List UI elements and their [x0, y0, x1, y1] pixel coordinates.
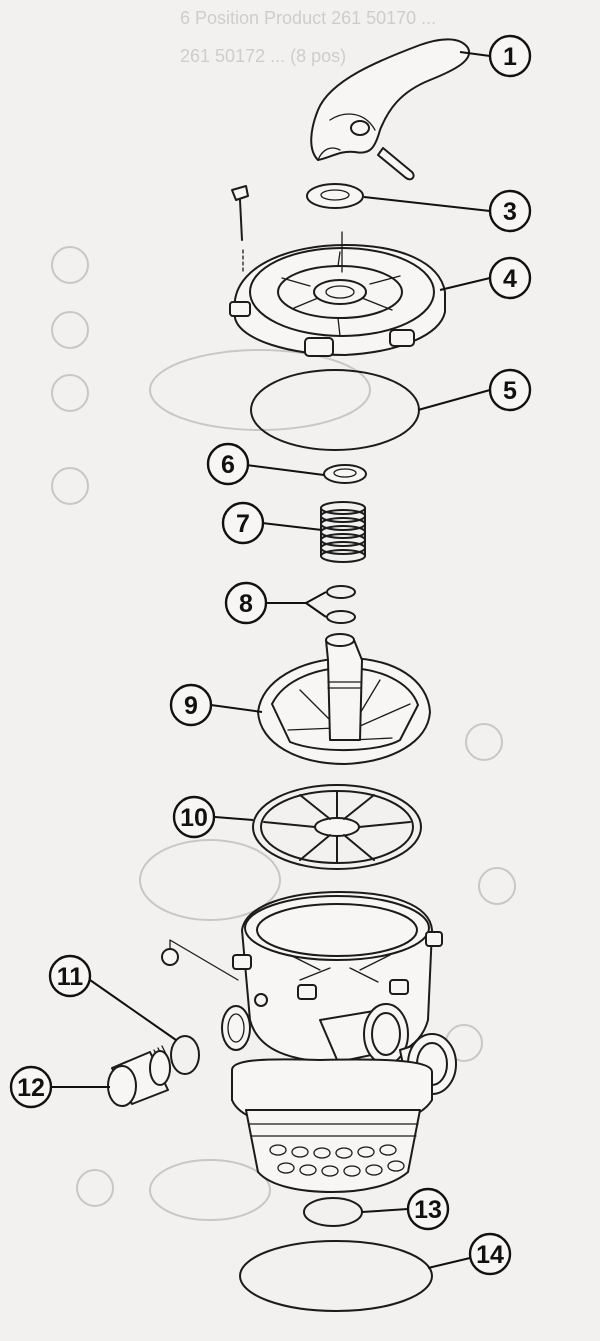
- callout-5: 5: [488, 368, 532, 412]
- show-through-line-2: 261 50172 ... (8 pos): [180, 46, 346, 66]
- handle-pin: [377, 147, 415, 181]
- callout-13: 13: [406, 1187, 450, 1231]
- callout-11: 11: [48, 954, 92, 998]
- callout-3: 3: [488, 189, 532, 233]
- part-5-o-ring: [250, 369, 420, 451]
- part-4-valve-cover: [229, 231, 446, 357]
- part-14-body-o-ring: [239, 1240, 433, 1312]
- callout-8-label: 8: [239, 590, 253, 618]
- callout-9-label: 9: [184, 692, 198, 720]
- callout-8: 8: [224, 581, 268, 625]
- leader-lines: [50, 51, 491, 1269]
- callout-3-label: 3: [503, 198, 517, 226]
- show-through-header: 6 Position Product 261 50170 ... 261 501…: [180, 8, 436, 66]
- part-11-fitting-o-ring: [170, 1035, 200, 1075]
- callout-10: 10: [172, 795, 216, 839]
- basket-holes: [269, 1144, 405, 1177]
- callout-10-label: 10: [180, 804, 208, 832]
- part-10-spider-gasket: [252, 784, 422, 870]
- part-7-spring: [320, 501, 366, 563]
- part-8-small-o-rings: [326, 585, 356, 624]
- part-12-drain-plug: [107, 1045, 171, 1107]
- callout-7-label: 7: [236, 510, 250, 538]
- valve-body: [161, 891, 457, 1193]
- callout-4-label: 4: [503, 265, 517, 293]
- part-13-basket-o-ring: [303, 1197, 363, 1227]
- part-6-washer: [323, 464, 367, 484]
- callout-1: 1: [488, 34, 532, 78]
- show-through-line-1: 6 Position Product 261 50170 ...: [180, 8, 436, 28]
- callout-11-label: 11: [57, 963, 84, 991]
- callout-9: 9: [169, 683, 213, 727]
- part-1-handle: [310, 38, 471, 181]
- part-9-rotor: [257, 633, 431, 765]
- callout-14: 14: [468, 1232, 512, 1276]
- callout-4: 4: [488, 256, 532, 300]
- part-3-washer: [306, 183, 364, 209]
- cover-screw: [231, 185, 249, 273]
- callout-13-label: 13: [414, 1196, 442, 1224]
- callout-14-label: 14: [476, 1241, 504, 1269]
- callout-5-label: 5: [503, 377, 517, 405]
- callout-12: 12: [9, 1065, 53, 1109]
- callout-7: 7: [221, 501, 265, 545]
- show-through-ghosts: [51, 246, 516, 1221]
- callout-6: 6: [206, 442, 250, 486]
- callout-6-label: 6: [221, 451, 235, 479]
- callout-1-label: 1: [503, 43, 517, 71]
- callout-12-label: 12: [17, 1074, 45, 1102]
